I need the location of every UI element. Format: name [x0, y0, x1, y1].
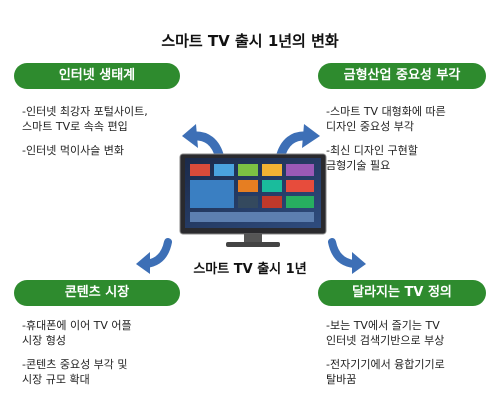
pill-mold-industry: 금형산업 중요성 부각 — [318, 63, 486, 89]
bullet-item: -휴대폰에 이어 TV 어플 시장 형성 — [22, 319, 132, 347]
bullets-tv-definition: -보는 TV에서 즐기는 TV 인터넷 검색기반으로 부상 -전자기기에서 융합… — [326, 318, 496, 396]
pill-tv-definition: 달라지는 TV 정의 — [318, 280, 486, 306]
bullet-item: -인터넷 먹이사슬 변화 — [22, 144, 125, 157]
bullet-item: -전자기기에서 융합기기로 탈바꿈 — [326, 358, 445, 386]
center-label: 스마트 TV 출시 1년 — [193, 262, 307, 277]
bullet-item: -인터넷 최강자 포털사이트, 스마트 TV로 속속 편입 — [22, 105, 148, 133]
bullet-item: -보는 TV에서 즐기는 TV 인터넷 검색기반으로 부상 — [326, 319, 445, 347]
bullet-item: -콘텐츠 중요성 부각 및 시장 규모 확대 — [22, 358, 128, 386]
pill-internet-ecosystem: 인터넷 생태계 — [14, 63, 180, 89]
arrow-bottom-left-icon — [136, 238, 172, 274]
bullet-item: -최신 디자인 구현할 금형기술 필요 — [326, 144, 418, 172]
bullet-item: -스마트 TV 대형화에 따른 디자인 중요성 부각 — [326, 105, 446, 133]
bullets-content-market: -휴대폰에 이어 TV 어플 시장 형성 -콘텐츠 중요성 부각 및 시장 규모… — [22, 318, 202, 396]
smart-tv-icon — [179, 153, 327, 247]
diagram-title: 스마트 TV 출시 1년의 변화 — [161, 32, 339, 50]
arrow-bottom-right-icon — [328, 238, 366, 274]
pill-content-market: 콘텐츠 시장 — [14, 280, 180, 306]
bullets-internet-ecosystem: -인터넷 최강자 포털사이트, 스마트 TV로 속속 편입 -인터넷 먹이사슬 … — [22, 104, 202, 167]
bullets-mold-industry: -스마트 TV 대형화에 따른 디자인 중요성 부각 -최신 디자인 구현할 금… — [326, 104, 496, 182]
